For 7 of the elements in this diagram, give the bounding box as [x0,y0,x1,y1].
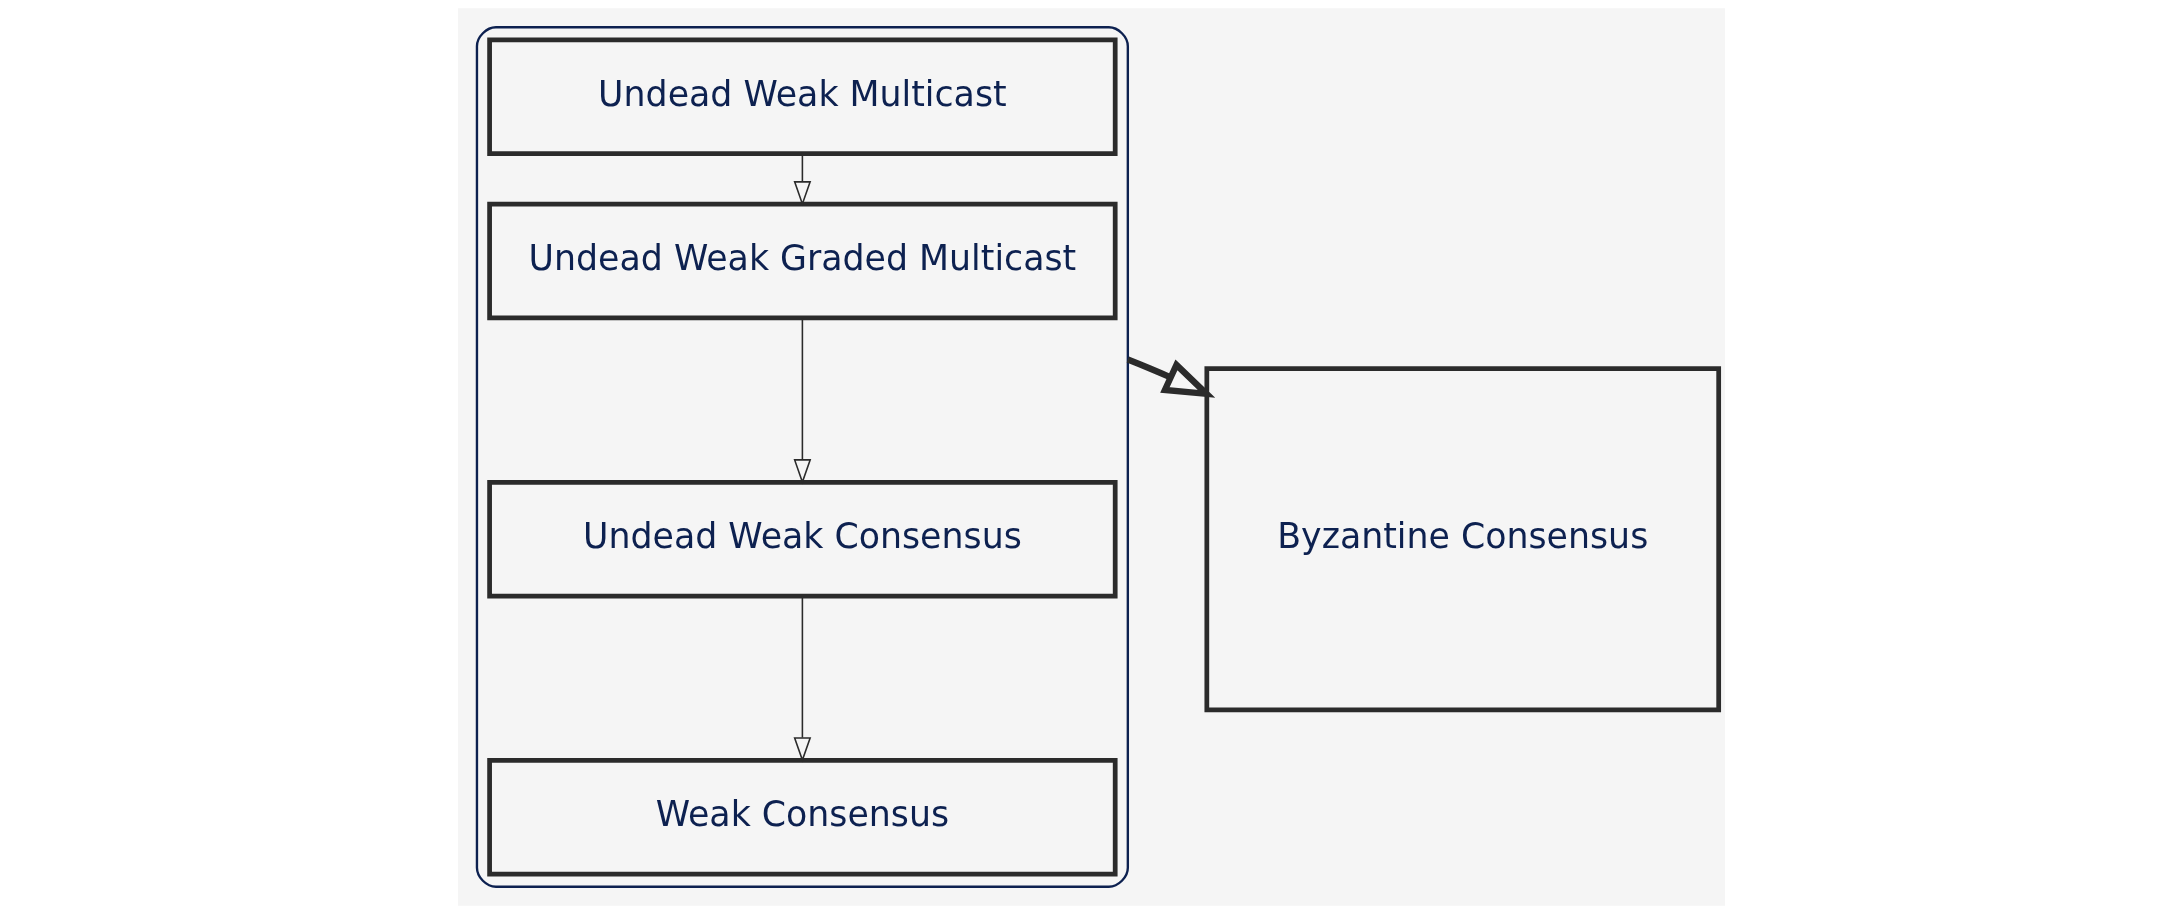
arrow [1126,356,1215,398]
cluster [475,26,1129,888]
node-box: Byzantine Consensus [1203,366,1721,713]
node-box: Undead Weak Graded Multicast [486,201,1118,321]
node-box: Weak Consensus [486,757,1118,877]
node-box: Undead Weak Multicast [486,37,1118,157]
node-box: Undead Weak Consensus [486,479,1118,599]
